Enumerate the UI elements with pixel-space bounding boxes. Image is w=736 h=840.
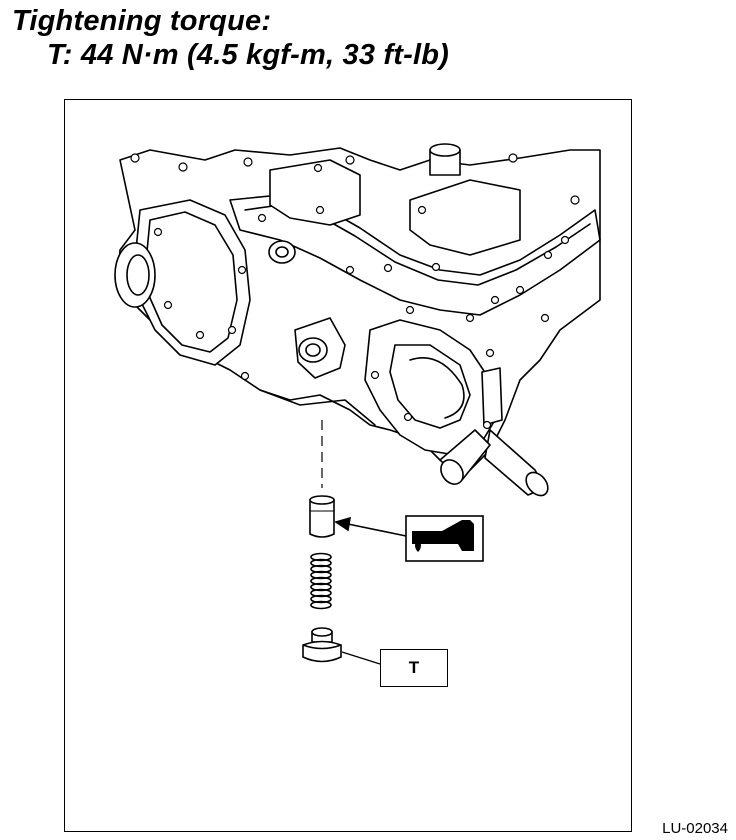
relief-valve-plug — [302, 627, 342, 663]
figure-frame — [64, 99, 632, 832]
relief-valve — [309, 495, 335, 538]
oil-can-icon — [405, 515, 484, 562]
heading-line-1: Tightening torque: — [12, 5, 272, 37]
heading-line-2: T: 44 N·m (4.5 kgf-m, 33 ft-lb) — [47, 39, 450, 71]
figure-code: LU-02034 — [662, 820, 728, 837]
torque-callout-box: T — [380, 649, 448, 687]
oil-arrow — [334, 516, 407, 537]
relief-valve-spring — [310, 552, 332, 610]
tightening-torque-heading: Tightening torque: T: 44 N·m (4.5 kgf-m,… — [12, 4, 449, 72]
torque-callout-label: T — [408, 658, 420, 677]
torque-leader-line — [341, 651, 381, 665]
